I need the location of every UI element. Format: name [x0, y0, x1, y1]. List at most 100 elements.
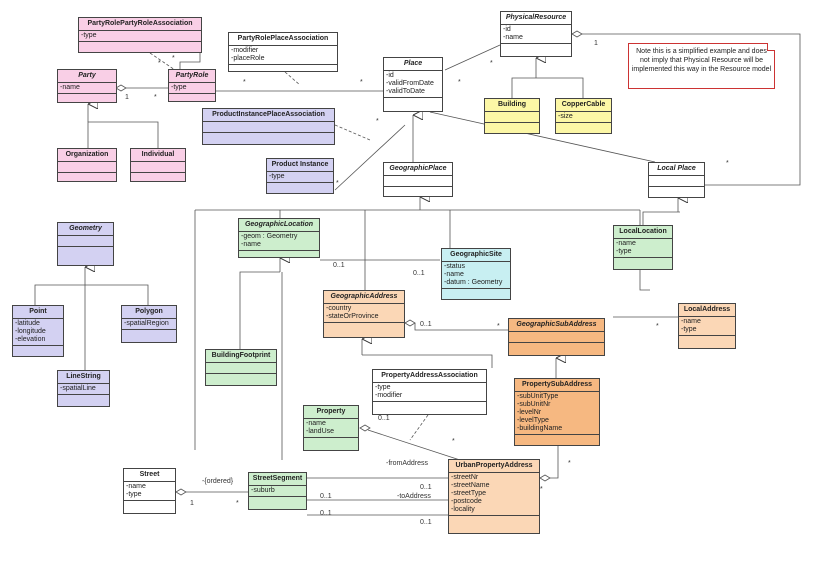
- class-name: GeographicAddress: [324, 291, 404, 304]
- class-local-place[interactable]: Local Place: [648, 162, 705, 198]
- attribute: -longitude: [15, 328, 46, 335]
- multiplicity-label: *: [458, 79, 461, 86]
- class-attributes: -spatialRegion: [122, 319, 176, 330]
- class-attributes: [509, 332, 604, 343]
- class-attributes: -latitude -longitude -elevation: [13, 319, 63, 346]
- class-polygon[interactable]: Polygon -spatialRegion: [121, 305, 177, 343]
- multiplicity-label: 0..1: [378, 415, 390, 422]
- class-linestring[interactable]: LineString -spatialLine: [57, 370, 110, 407]
- class-attributes: -spatialLine: [58, 384, 109, 395]
- multiplicity-label: *: [452, 438, 455, 445]
- assoc-prodinst-place-link: [334, 124, 371, 141]
- gen-localloc-localplace: [642, 211, 680, 225]
- class-attributes: -name: [58, 83, 116, 94]
- attribute: -placeRole: [231, 55, 265, 62]
- class-building-footprint[interactable]: BuildingFootprint: [205, 349, 277, 386]
- class-name: Property: [304, 406, 358, 419]
- class-property-address-association[interactable]: PropertyAddressAssociation -type -modifi…: [372, 369, 487, 415]
- class-geographic-place[interactable]: GeographicPlace: [383, 162, 453, 197]
- attribute: -streetNr: [451, 474, 479, 481]
- class-property-sub-address[interactable]: PropertySubAddress -subUnitType -subUnit…: [514, 378, 600, 446]
- class-name: CopperCable: [556, 99, 611, 112]
- class-productinstance-place-association[interactable]: ProductInstancePlaceAssociation: [202, 108, 335, 145]
- attribute: -validToDate: [386, 88, 425, 95]
- class-geographic-sub-address[interactable]: GeographicSubAddress: [508, 318, 605, 356]
- class-geographic-site[interactable]: GeographicSite -status -name -datum : Ge…: [441, 248, 511, 300]
- class-geometry[interactable]: Geometry: [57, 222, 114, 266]
- class-attributes: [58, 162, 116, 173]
- class-attributes: -suburb: [249, 486, 306, 497]
- class-attributes: -type: [79, 31, 201, 42]
- attribute: -name: [444, 271, 464, 278]
- class-attributes: -name -type: [124, 482, 175, 501]
- class-local-address[interactable]: LocalAddress -name -type: [678, 303, 736, 349]
- class-geographic-address[interactable]: GeographicAddress -country -stateOrProvi…: [323, 290, 405, 338]
- attribute: -spatialRegion: [124, 320, 169, 327]
- class-name: LocalAddress: [679, 304, 735, 317]
- attribute: -type: [81, 32, 97, 39]
- class-name: ProductInstancePlaceAssociation: [203, 109, 334, 122]
- attribute: -spatialLine: [60, 385, 96, 392]
- class-physical-resource[interactable]: PhysicalResource -id -name: [500, 11, 572, 57]
- note-box: Note this is a simplified example and do…: [628, 43, 775, 89]
- gen-urban-geoaddr: [362, 354, 493, 368]
- attribute: -levelNr: [517, 409, 542, 416]
- class-name: Organization: [58, 149, 116, 162]
- attribute: -stateOrProvince: [326, 313, 379, 320]
- multiplicity-label: *: [490, 60, 493, 67]
- class-attributes: -status -name -datum : Geometry: [442, 262, 510, 289]
- class-name: GeographicSite: [442, 249, 510, 262]
- class-partyrole-partyrole-association[interactable]: PartyRolePartyRoleAssociation -type: [78, 17, 202, 53]
- class-local-location[interactable]: LocalLocation -name -type: [613, 225, 673, 270]
- class-street-segment[interactable]: StreetSegment -suburb: [248, 472, 307, 510]
- class-name: GeographicSubAddress: [509, 319, 604, 332]
- class-party[interactable]: Party -name: [57, 69, 117, 103]
- class-building[interactable]: Building: [484, 98, 540, 134]
- class-organization[interactable]: Organization: [57, 148, 117, 182]
- class-name: PartyRolePlaceAssociation: [229, 33, 337, 46]
- attribute: -suburb: [251, 487, 275, 494]
- attribute: -name: [60, 84, 80, 91]
- role-label-to-address: -toAddress: [397, 493, 431, 500]
- class-product-instance[interactable]: Product Instance -type: [266, 158, 334, 194]
- multiplicity-label: *: [172, 55, 175, 62]
- attribute: -levelType: [517, 417, 549, 424]
- class-name: Point: [13, 306, 63, 319]
- class-urban-property-address[interactable]: UrbanPropertyAddress -streetNr -streetNa…: [448, 459, 540, 534]
- attribute: -elevation: [15, 336, 46, 343]
- class-name: PropertyAddressAssociation: [373, 370, 486, 383]
- class-property[interactable]: Property -name -landUse: [303, 405, 359, 451]
- assoc-prodinst-place: [334, 124, 406, 191]
- multiplicity-label: *: [497, 323, 500, 330]
- attribute: -country: [326, 305, 352, 312]
- multiplicity-label: 0..1: [420, 519, 432, 526]
- attribute: -latitude: [15, 320, 40, 327]
- class-partyrole-place-association[interactable]: PartyRolePlaceAssociation -modifier -pla…: [228, 32, 338, 72]
- multiplicity-label: 1: [125, 94, 129, 101]
- gen-geo-subtypes: [194, 209, 650, 450]
- note-text: Note this is a simplified example and do…: [631, 48, 772, 73]
- attribute: -subUnitNr: [517, 401, 551, 408]
- class-name: LineString: [58, 371, 109, 384]
- attribute: -validFromDate: [386, 80, 434, 87]
- attribute: -name: [126, 483, 146, 490]
- attribute: -type: [126, 491, 142, 498]
- class-geographic-location[interactable]: GeographicLocation -geom : Geometry -nam…: [238, 218, 320, 258]
- class-copper-cable[interactable]: CopperCable -size: [555, 98, 612, 134]
- attribute: -streetName: [451, 482, 490, 489]
- class-individual[interactable]: Individual: [130, 148, 186, 182]
- class-street[interactable]: Street -name -type: [123, 468, 176, 514]
- class-attributes: -geom : Geometry -name: [239, 232, 319, 251]
- multiplicity-label: *: [656, 323, 659, 330]
- class-partyrole[interactable]: PartyRole -type: [168, 69, 216, 102]
- assoc-geoaddr-subaddr: [414, 323, 508, 331]
- class-name: BuildingFootprint: [206, 350, 276, 363]
- class-name: PhysicalResource: [501, 12, 571, 25]
- class-attributes: -id -name: [501, 25, 571, 44]
- class-attributes: -modifier -placeRole: [229, 46, 337, 65]
- class-point[interactable]: Point -latitude -longitude -elevation: [12, 305, 64, 357]
- class-place[interactable]: Place -id -validFromDate -validToDate: [383, 57, 443, 112]
- multiplicity-label: *: [360, 79, 363, 86]
- attribute: -id: [503, 26, 511, 33]
- multiplicity-label: *: [158, 60, 161, 67]
